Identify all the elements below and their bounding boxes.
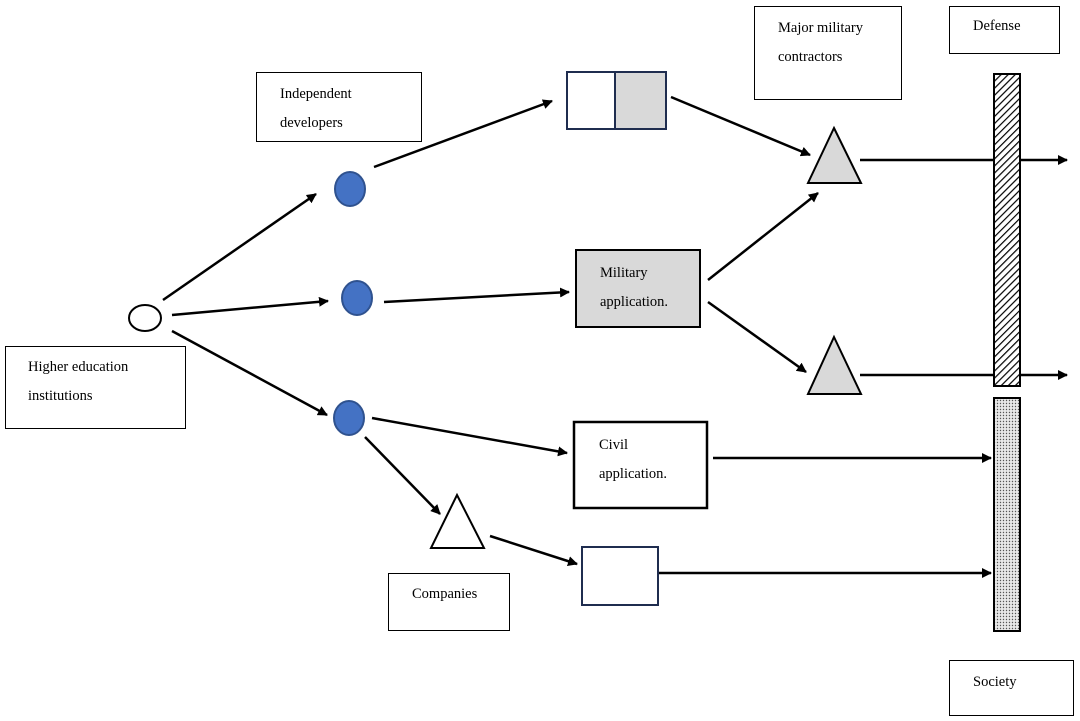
arrow-middle-circle-to-military <box>383 287 570 304</box>
higher-education-box <box>5 346 186 429</box>
arrow-upper-circle-to-split-box <box>373 99 553 169</box>
arrow-lower-circle-to-company-triangle <box>364 436 441 515</box>
major-military-contractors-label: Major military contractors <box>778 20 863 65</box>
companies-box <box>388 573 510 631</box>
independent-developers-box <box>256 72 422 142</box>
arrow-origin-to-upper-circle <box>162 192 317 302</box>
society-box <box>949 660 1074 716</box>
company-triangle <box>429 492 486 549</box>
arrow-origin-to-lower-circle <box>171 329 328 417</box>
middle-blue-circle <box>341 280 373 316</box>
military-application-box <box>575 249 701 328</box>
upper-blue-circle <box>334 171 366 207</box>
upper-gray-triangle <box>806 125 863 184</box>
defense-label: Defense <box>973 18 1021 34</box>
arrow-origin-to-middle-circle <box>171 296 329 317</box>
arrow-split-box-to-upper-triangle <box>670 95 811 157</box>
origin-circle <box>128 304 162 332</box>
lower-blue-circle <box>333 400 365 436</box>
arrow-company-triangle-to-navy-box <box>489 534 578 567</box>
arrow-military-to-lower-triangle <box>707 300 807 374</box>
military-application-label: Military application. <box>600 265 669 310</box>
split-box <box>566 71 667 130</box>
society-label: Society <box>973 674 1017 690</box>
navy-outlined-box <box>581 546 659 606</box>
companies-label: Companies <box>412 586 478 602</box>
defense-bar <box>993 73 1021 387</box>
defense-box <box>949 6 1060 54</box>
arrows <box>162 95 1068 578</box>
higher-education-label: Higher education institutions <box>28 359 129 404</box>
independent-developers-label: Independent developers <box>280 86 352 131</box>
society-bar <box>993 397 1021 632</box>
civil-application-box <box>572 420 709 510</box>
arrow-military-to-upper-triangle <box>707 192 819 281</box>
lower-gray-triangle <box>806 334 863 395</box>
arrow-lower-circle-to-civil <box>371 416 568 457</box>
civil-application-label: Civil application. <box>599 437 668 482</box>
major-military-contractors-box <box>754 6 902 100</box>
